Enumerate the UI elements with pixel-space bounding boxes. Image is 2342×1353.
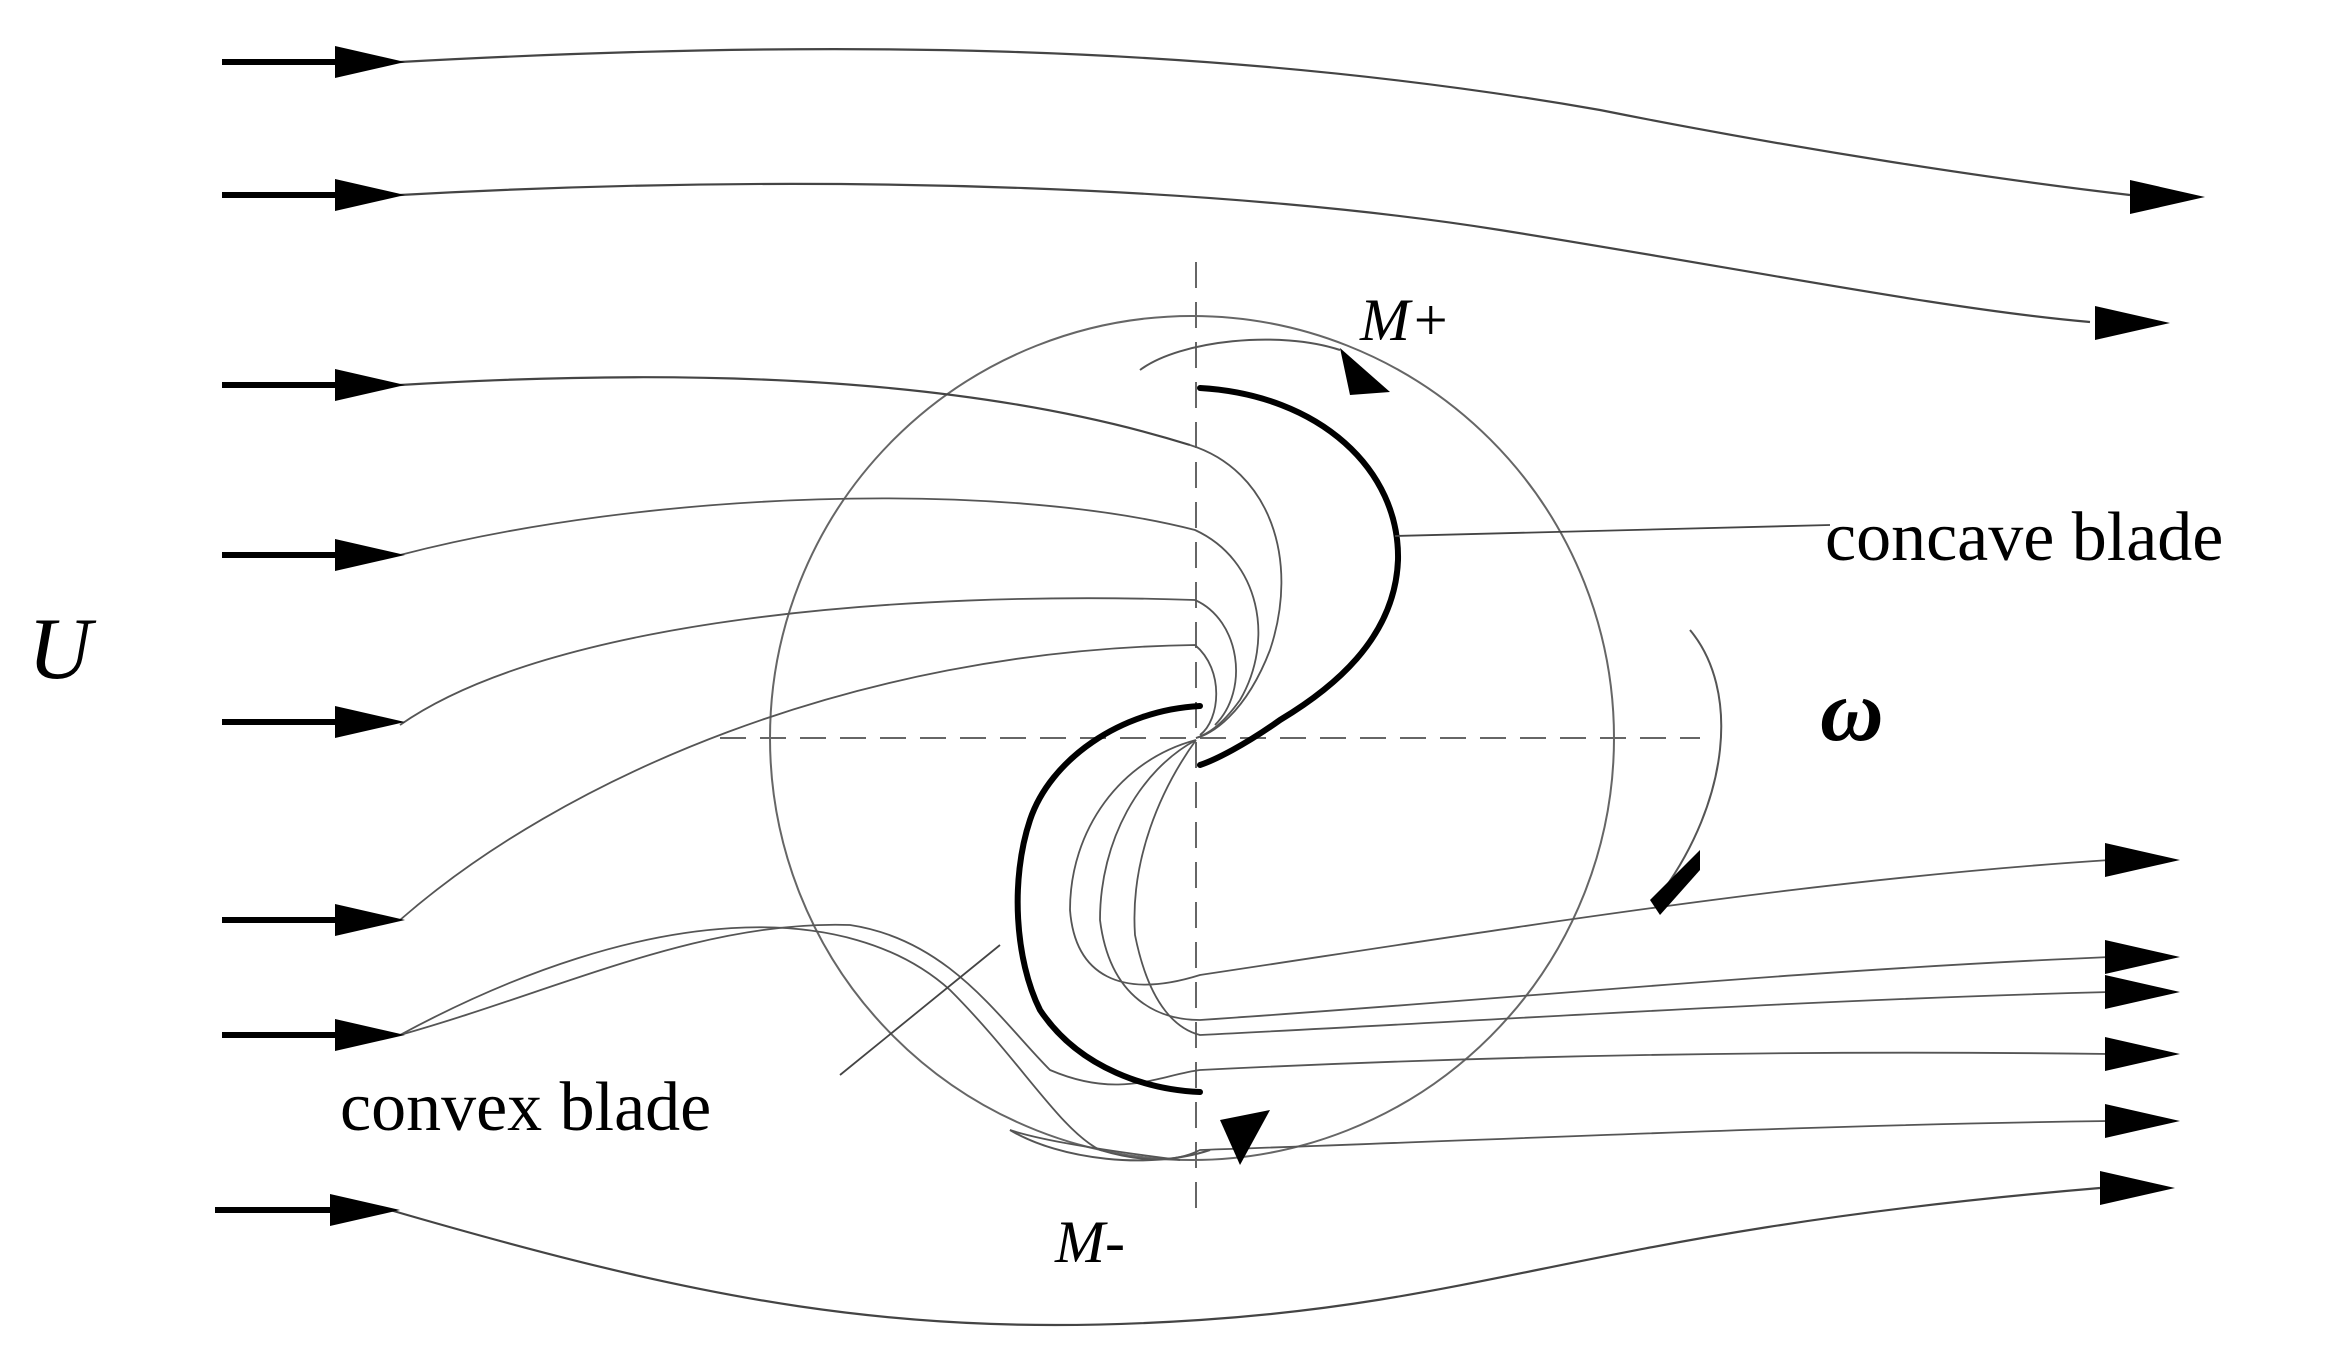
moment-plus-arc — [1139, 338, 1341, 371]
concave-blade-label: concave blade — [1825, 499, 2223, 576]
inner-stream-f — [1099, 739, 2111, 1021]
inner-stream-i — [399, 926, 2111, 1161]
streamline-8 — [389, 1186, 2101, 1327]
moment-plus-arrowhead — [1340, 348, 1390, 395]
rotation-arrowhead — [1650, 850, 1700, 915]
right-arrow-icon — [335, 369, 405, 401]
convex-blade-label: convex blade — [340, 1069, 711, 1146]
streamline-1 — [399, 47, 2131, 197]
right-arrowhead-icon — [2105, 1104, 2180, 1138]
right-arrow-icon — [335, 179, 405, 211]
inner-stream-a — [1189, 444, 1283, 739]
outer-streamlines — [389, 47, 2131, 1327]
inner-stream-d — [399, 644, 1217, 921]
inlet-arrows — [215, 46, 405, 1226]
inner-stream-c — [399, 597, 1237, 726]
right-arrow-icon — [335, 904, 405, 936]
convex-leader-line — [839, 944, 1001, 1076]
right-arrow-icon — [335, 539, 405, 571]
right-arrowhead-icon — [2105, 975, 2180, 1009]
outlet-arrows — [2095, 180, 2205, 1205]
moment-minus-arc — [1009, 1129, 1211, 1162]
right-arrowhead-icon — [2105, 1037, 2180, 1071]
right-arrowhead-icon — [2095, 306, 2170, 340]
angular-velocity-label: ω — [1820, 663, 1884, 760]
right-arrowhead-icon — [2100, 1171, 2175, 1205]
rotation-arc — [1659, 629, 1723, 896]
right-arrow-icon — [335, 46, 405, 78]
streamline-2 — [399, 182, 2091, 324]
right-arrow-icon — [330, 1194, 400, 1226]
moment-minus-arrowhead — [1220, 1110, 1270, 1165]
convex-blade — [1014, 703, 1203, 1095]
inner-streamlines — [399, 444, 2111, 1161]
right-arrowhead-icon — [2105, 940, 2180, 974]
right-arrow-icon — [335, 1019, 405, 1051]
streamline-3 — [399, 376, 1191, 447]
positive-moment-label: M+ — [1359, 287, 1450, 353]
concave-blade — [1197, 385, 1402, 768]
freestream-velocity-label: U — [28, 601, 97, 698]
negative-moment-label: M- — [1054, 1209, 1125, 1275]
right-arrowhead-icon — [2105, 843, 2180, 877]
right-arrow-icon — [335, 706, 405, 738]
concave-leader-line — [1394, 524, 1831, 537]
inner-stream-j — [1009, 1129, 1181, 1161]
inner-stream-b — [399, 497, 1260, 739]
right-arrowhead-icon — [2130, 180, 2205, 214]
inner-stream-e — [1069, 739, 2111, 986]
inner-stream-h — [399, 923, 2111, 1086]
inner-stream-g — [1133, 739, 2111, 1036]
